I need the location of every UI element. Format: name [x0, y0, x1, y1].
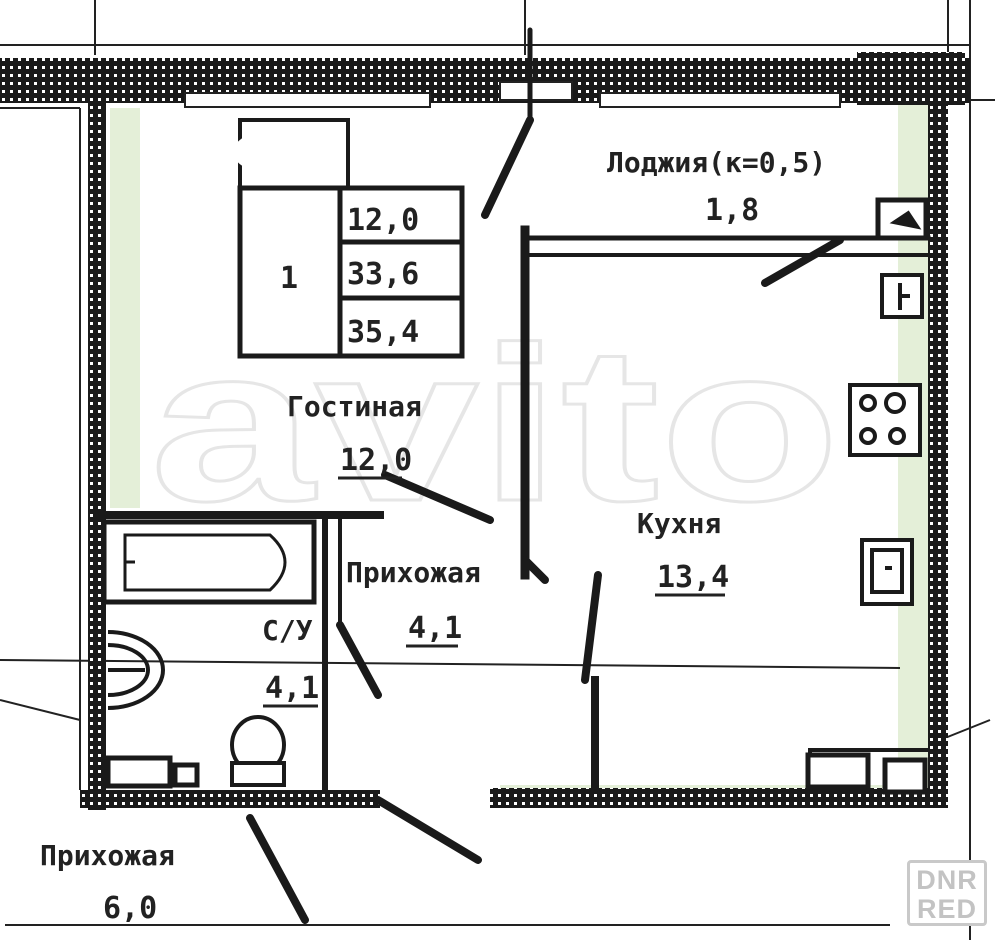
- area-table: [233, 118, 465, 359]
- badge-line-1: DNR: [916, 865, 978, 895]
- neighbor-hall-area: 6,0: [103, 891, 157, 926]
- neighbor-hall-name: Прихожая: [40, 839, 175, 872]
- kitchen-name: Кухня: [637, 507, 721, 540]
- kitchen-stove: [848, 383, 922, 457]
- interior-walls: [96, 225, 931, 794]
- bathroom-name: С/У: [262, 614, 313, 647]
- table-total-area: 35,4: [347, 315, 419, 350]
- loggia-name: Лоджия(к=0,5): [607, 146, 826, 179]
- loggia-area: 1,8: [705, 193, 759, 228]
- windows: [184, 81, 841, 108]
- living-room-name: Гостиная: [287, 390, 422, 423]
- kitchen-sink: [860, 538, 914, 606]
- ventilation-shaft: [105, 197, 929, 795]
- kitchen-area: 13,4: [657, 560, 729, 595]
- living-room-area: 12,0: [340, 443, 412, 478]
- hall-area: 4,1: [408, 611, 462, 646]
- hall-name: Прихожая: [346, 556, 481, 589]
- toilet: [230, 715, 286, 787]
- bathtub: [101, 519, 317, 605]
- meter-box: [880, 273, 924, 319]
- table-useful-area: 33,6: [347, 257, 419, 292]
- bathroom-area: 4,1: [265, 671, 319, 706]
- bathroom-sink: [107, 630, 165, 710]
- exterior-walls: [0, 52, 970, 810]
- dnrred-logo-badge: DNR RED: [907, 860, 987, 926]
- table-living-area: 12,0: [347, 203, 419, 238]
- badge-line-2: RED: [916, 894, 977, 924]
- table-rooms-count: 1: [280, 261, 298, 296]
- doors: [246, 27, 844, 924]
